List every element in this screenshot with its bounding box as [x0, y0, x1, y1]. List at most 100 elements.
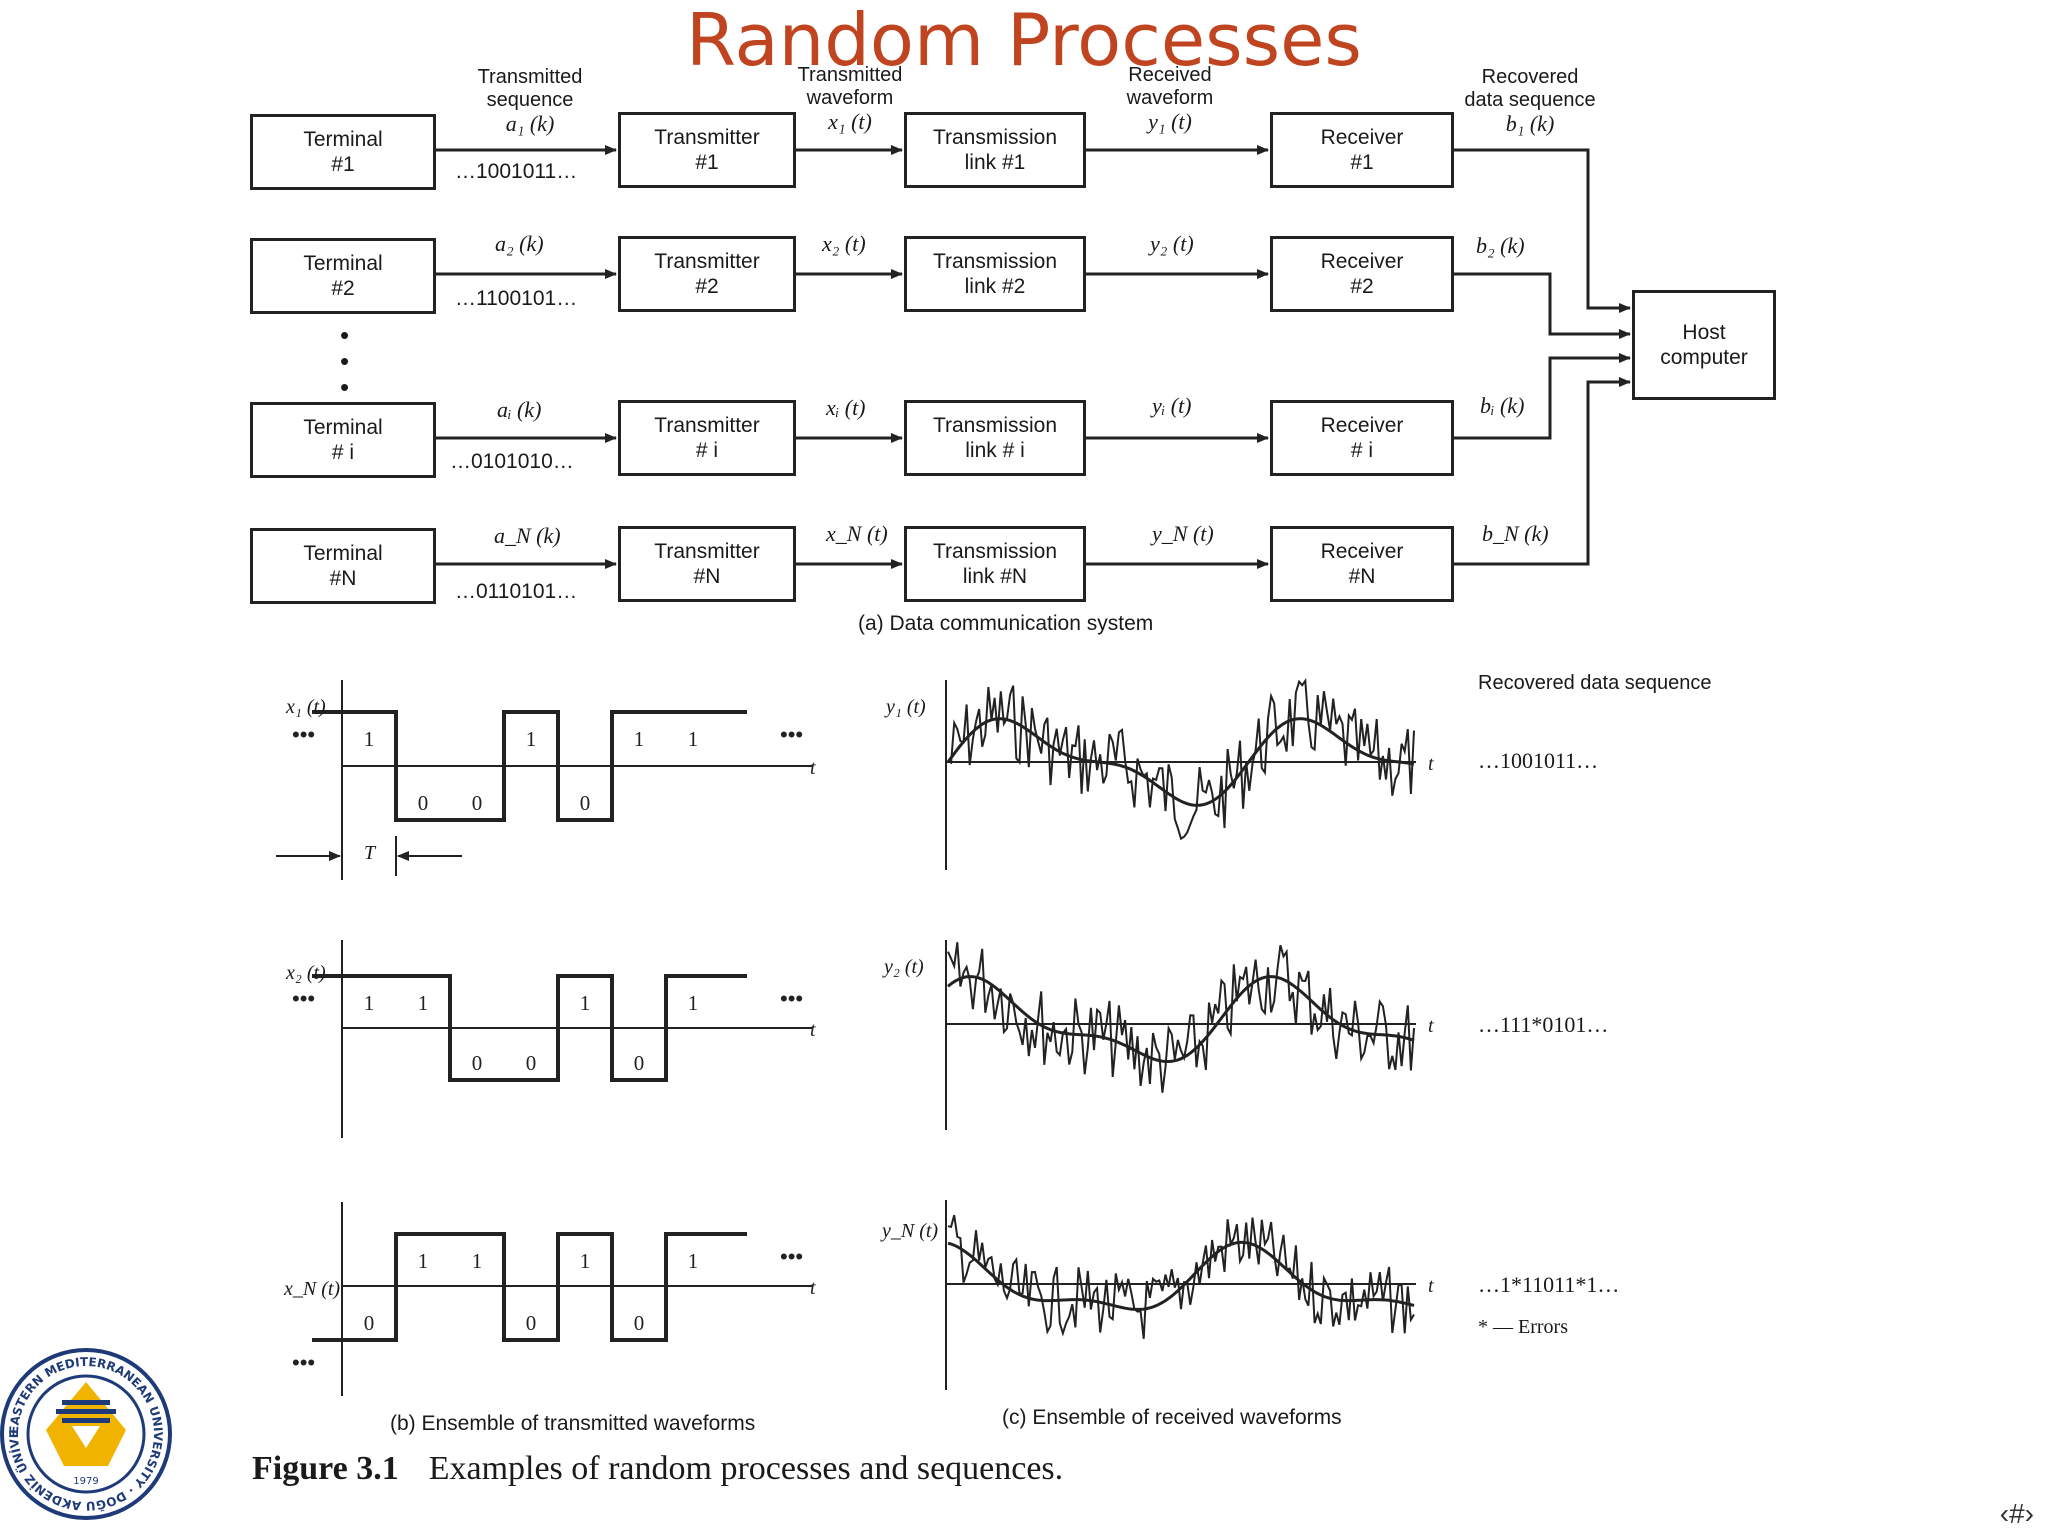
header-transmitted-waveform: Transmitted waveform x₁ (t)	[797, 64, 903, 134]
transmitted-waveform	[312, 1232, 747, 1342]
seq-label-2: a₂ (k)	[495, 231, 544, 256]
period-label: T	[364, 842, 376, 864]
receiver-i-box: Receiver# i	[1270, 400, 1454, 476]
ellipsis: •••	[780, 722, 803, 747]
bit-label: 0	[634, 1051, 645, 1075]
recovered-seq-n: …1*11011*1…	[1478, 1272, 1620, 1297]
arrow-receiver-host	[1454, 148, 1631, 313]
axis-time-label: t	[1428, 1275, 1434, 1297]
header-recovered-sequence: Recovered data sequence b₁ (k)	[1464, 66, 1596, 136]
bit-label: 0	[580, 791, 591, 815]
received-waveform-smooth	[947, 1240, 1415, 1311]
bit-label: 1	[688, 991, 699, 1015]
b-label-n: b_N (k)	[1482, 521, 1549, 546]
wave-label-y2: y₂ (t)	[884, 956, 924, 978]
receiver-n-box: Receiver#N	[1270, 526, 1454, 602]
bit-label: 1	[688, 1249, 699, 1273]
wave-label-yn: y_N (t)	[882, 1220, 939, 1242]
bit-label: 1	[634, 727, 645, 751]
b-label-i: bᵢ (k)	[1480, 393, 1525, 418]
bit-label: 1	[472, 1249, 483, 1273]
arrow-receiver-host	[1454, 377, 1631, 566]
sequence-i: …0101010…	[450, 450, 574, 473]
received-waveform-smooth	[947, 975, 1415, 1063]
sequence-2: …1100101…	[455, 287, 578, 310]
wave-label-x2: x₂ (t)	[286, 962, 326, 984]
axis-time-label: t	[810, 1019, 816, 1041]
logo-year: 1979	[73, 1476, 98, 1487]
ellipsis: •••	[292, 1350, 315, 1375]
ellipsis: •••	[292, 722, 315, 747]
bit-label: 0	[418, 791, 429, 815]
received-waveform-noisy	[947, 1214, 1415, 1339]
bit-label: 1	[688, 727, 699, 751]
header-transmitted-sequence: Transmitted sequence a₁ (k)	[477, 66, 583, 136]
axis-time-label: t	[810, 1277, 816, 1299]
ellipsis: •••	[292, 986, 315, 1011]
transmitter-1-box: Transmitter#1	[618, 112, 796, 188]
transmitter-n-box: Transmitter#N	[618, 526, 796, 602]
axis-time-label: t	[1428, 753, 1434, 775]
received-waveform-noisy	[947, 677, 1415, 841]
transmitter-i-box: Transmitter# i	[618, 400, 796, 476]
bit-label: 1	[364, 727, 375, 751]
y-label-2: y₂ (t)	[1150, 231, 1194, 256]
terminal-i-box: Terminal# i	[250, 402, 436, 478]
received-waveform-noisy	[947, 942, 1415, 1093]
bit-label: 0	[526, 1051, 537, 1075]
receiver-2-box: Receiver#2	[1270, 236, 1454, 312]
figure-text: Examples of random processes and sequenc…	[428, 1450, 1064, 1487]
terminal-1-box: Terminal#1	[250, 114, 436, 190]
b-label-2: b₂ (k)	[1476, 233, 1525, 258]
transmitter-2-box: Transmitter#2	[618, 236, 796, 312]
y-label-n: y_N (t)	[1152, 521, 1214, 546]
recovered-header: Recovered data sequence	[1478, 672, 1712, 694]
university-logo: EASTERN MEDITERRANEAN UNIVERSITY · DOĞU …	[0, 1348, 172, 1520]
transmitted-waveform	[312, 710, 747, 822]
receiver-1-box: Receiver#1	[1270, 112, 1454, 188]
transmitted-waveform	[312, 974, 747, 1082]
wave-label-xn: x_N (t)	[284, 1278, 341, 1300]
bit-label: 1	[580, 991, 591, 1015]
axis-time-label: t	[1428, 1015, 1434, 1037]
caption-c: (c) Ensemble of received waveforms	[1002, 1406, 1342, 1429]
recovered-seq-2: …111*0101…	[1478, 1012, 1609, 1037]
arrow-receiver-host	[1454, 272, 1631, 339]
bit-label: 0	[526, 1311, 537, 1335]
bit-label: 0	[472, 791, 483, 815]
sequence-n: …0110101…	[455, 580, 578, 603]
bit-label: 0	[634, 1311, 645, 1335]
figure-caption: Figure 3.1 Examples of random processes a…	[252, 1450, 1063, 1488]
header-received-waveform: Received waveform y₁ (t)	[1126, 64, 1214, 134]
figure-number: Figure 3.1	[252, 1450, 399, 1487]
x-label-n: x_N (t)	[826, 521, 888, 546]
slide-title: Random Processes	[686, 0, 1362, 82]
sequence-1: …1001011…	[455, 160, 578, 183]
seq-label-i: aᵢ (k)	[497, 397, 542, 422]
bit-label: 1	[418, 1249, 429, 1273]
terminal-n-box: Terminal#N	[250, 528, 436, 604]
caption-a: (a) Data communication system	[858, 612, 1154, 635]
axis-time-label: t	[810, 757, 816, 779]
recovered-seq-1: …1001011…	[1478, 748, 1599, 773]
bit-label: 1	[526, 727, 537, 751]
bit-label: 0	[364, 1311, 375, 1335]
bit-label: 1	[580, 1249, 591, 1273]
wave-label-x1: x₁ (t)	[286, 696, 326, 718]
ellipsis: •••	[780, 1244, 803, 1269]
ellipsis: •••	[780, 986, 803, 1011]
seq-label-n: a_N (k)	[494, 523, 561, 548]
errors-note: * — Errors	[1478, 1316, 1568, 1338]
bit-label: 1	[364, 991, 375, 1015]
wave-label-y1: y₁ (t)	[886, 696, 926, 718]
x-label-i: xᵢ (t)	[826, 395, 866, 420]
arrow-receiver-host	[1454, 353, 1631, 440]
page-number: ‹#›	[1999, 1498, 2034, 1529]
y-label-i: yᵢ (t)	[1152, 393, 1192, 418]
caption-b: (b) Ensemble of transmitted waveforms	[390, 1412, 756, 1435]
